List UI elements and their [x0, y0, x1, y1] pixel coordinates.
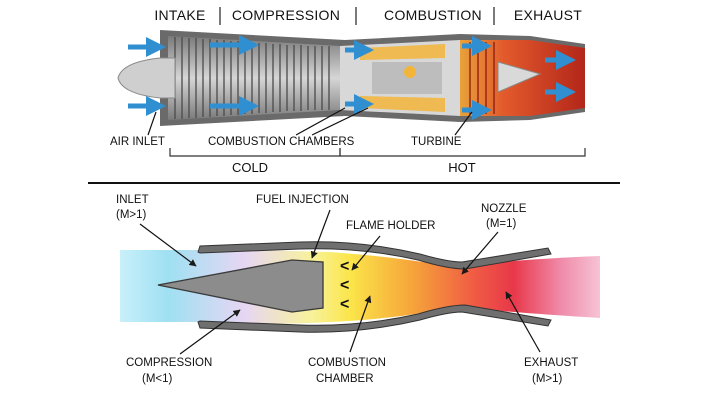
nozzle-mach-label: (M=1) [486, 218, 517, 230]
turbojet-diagram: INTAKE COMPRESSION COMBUSTION EXHAUST [110, 7, 586, 175]
compressor-section [168, 36, 340, 120]
inlet-label: INLET [116, 194, 149, 206]
inlet-mach-label: (M>1) [116, 209, 147, 221]
nose-cone [117, 57, 176, 99]
airflow-arrows [128, 35, 576, 120]
compression-mach-label: (M<1) [142, 373, 173, 385]
air-inlet-label: AIR INLET [110, 136, 165, 148]
cold-zone-label: COLD [232, 160, 268, 175]
combustion-chamber-label-line2: CHAMBER [316, 373, 374, 385]
combustion-chamber-lower [360, 96, 445, 112]
flame-holder-label: FLAME HOLDER [346, 220, 435, 232]
hot-bracket [339, 148, 586, 157]
nozzle-arrow [461, 231, 499, 275]
combustion-chambers-leader [295, 107, 346, 136]
compression-label: COMPRESSION [126, 357, 212, 369]
ramjet-upper-wall [197, 241, 552, 270]
flame-holder-mark: < [340, 258, 349, 275]
flame-holder-arrow [351, 235, 381, 271]
combustion-chamber-label: COMBUSTION [308, 357, 386, 369]
cold-bracket [169, 148, 341, 157]
compression-arrow [179, 309, 241, 355]
ramjet-diagram: < < < INLET (M>1) FUEL INJECTION FLAME H… [116, 194, 600, 385]
turbine-label: TURBINE [411, 136, 462, 148]
engine-shaft [372, 62, 442, 94]
air-inlet-leader [147, 111, 157, 136]
fuel-injection-arrow [310, 209, 331, 259]
section-exhaust-label: EXHAUST [514, 7, 582, 23]
combustion-chambers-label: COMBUSTION CHAMBERS [208, 136, 355, 148]
exhaust-cone [497, 61, 542, 93]
ramjet-lower-wall [197, 304, 552, 333]
fuel-injection-label: FUEL INJECTION [256, 194, 349, 206]
turbine-leader [454, 111, 473, 136]
flame-holder-mark: < [340, 296, 349, 313]
flame-swirl-icon [404, 66, 416, 78]
nozzle-label: NOZZLE [481, 203, 527, 215]
airflow-gradient [120, 250, 600, 324]
ramjet-centerbody [157, 259, 324, 313]
turbojet-engine [117, 30, 585, 126]
section-combustion-label: COMBUSTION [384, 7, 482, 23]
hot-zone-label: HOT [448, 160, 476, 175]
combustion-chambers-leader [311, 107, 369, 136]
section-compression-label: COMPRESSION [232, 7, 340, 23]
inlet-arrow [139, 223, 197, 267]
flame-holder-mark: < [340, 277, 349, 294]
exhaust-label: EXHAUST [524, 357, 578, 369]
exhaust-arrow [505, 291, 541, 353]
section-intake-label: INTAKE [154, 7, 205, 23]
exhaust-mach-label: (M>1) [532, 373, 563, 385]
combustion-chamber-arrow [349, 295, 372, 353]
combustion-chamber-upper [360, 44, 445, 60]
